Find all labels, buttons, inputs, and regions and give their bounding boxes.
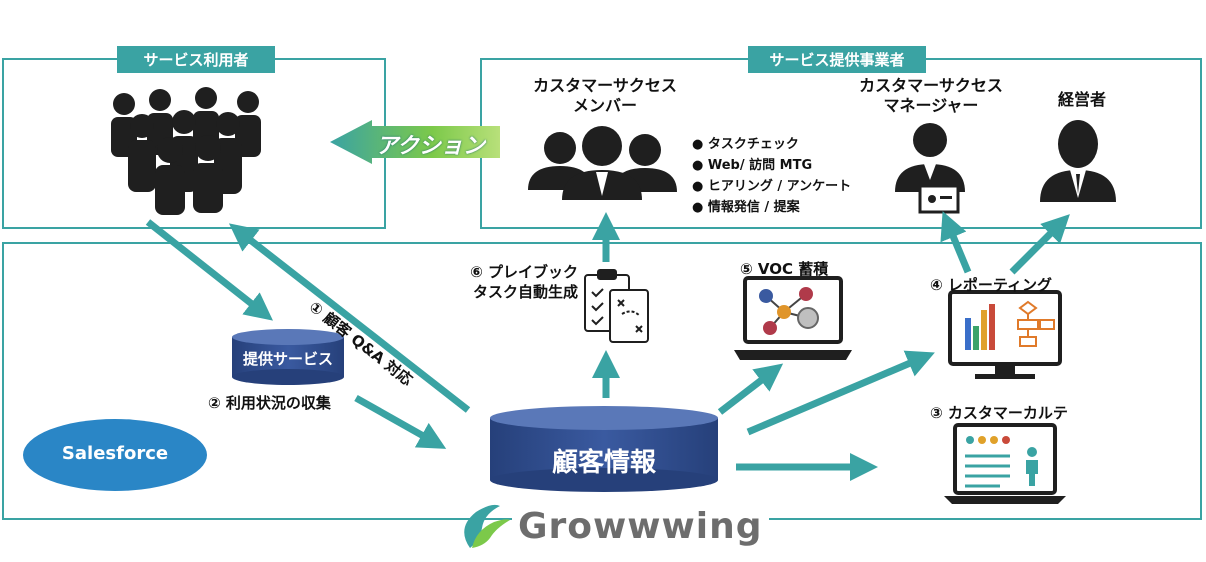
crowd-icon <box>111 87 261 215</box>
flow-arrows <box>145 211 1070 481</box>
cs-member-label: カスタマーサクセス メンバー <box>510 76 700 116</box>
action-label: アクション <box>376 134 485 159</box>
cs-task-item: ● ヒアリング / アンケート <box>692 179 852 194</box>
cs-manager-icon <box>895 123 965 214</box>
playbook-label: ⑥ プレイブック タスク自動生成 <box>428 262 578 302</box>
cs-members-icon <box>528 126 677 200</box>
provided-service-label: 提供サービス <box>242 350 333 368</box>
salesforce-label: Salesforce <box>61 443 169 464</box>
playbook-icon <box>584 269 649 343</box>
growwwing-logo-icon <box>464 504 510 548</box>
brand-name: Growwwing <box>512 506 769 547</box>
users-group-title: サービス利用者 <box>117 46 275 73</box>
karte-laptop-icon <box>944 423 1066 504</box>
cs-member-line2: メンバー <box>572 96 637 115</box>
cs-task-item: ● Web/ 訪問 MTG <box>692 158 813 173</box>
karte-label: ③ カスタマーカルテ <box>930 404 1068 422</box>
salesforce-ellipse <box>23 419 207 491</box>
customer-info-label: 顧客情報 <box>551 448 656 478</box>
reporting-label: ④ レポーティング <box>930 276 1053 294</box>
voc-laptop-icon <box>734 276 852 360</box>
cs-task-item: ● タスクチェック <box>692 137 799 152</box>
action-arrow <box>330 120 500 164</box>
provided-service-cylinder <box>232 329 344 385</box>
provider-group-title: サービス提供事業者 <box>748 46 926 73</box>
cs-task-item: ● 情報発信 / 提案 <box>692 200 800 215</box>
customer-info-cylinder <box>490 406 718 492</box>
voc-label: ⑤ VOC 蓄積 <box>740 260 829 278</box>
reporting-monitor-icon <box>948 290 1062 379</box>
cs-member-line1: カスタマーサクセス <box>533 76 677 95</box>
executive-label: 経営者 <box>1058 90 1107 109</box>
executive-icon <box>1040 120 1116 202</box>
usage-collection-label: ② 利用状況の収集 <box>208 394 331 412</box>
cs-manager-line1: カスタマーサクセス <box>859 76 1003 95</box>
cs-manager-label: カスタマーサクセス マネージャー <box>836 76 1026 116</box>
cs-task-list: ● タスクチェック ● Web/ 訪問 MTG ● ヒアリング / アンケート … <box>692 134 851 218</box>
cs-manager-line2: マネージャー <box>883 96 979 115</box>
playbook-line2: タスク自動生成 <box>472 283 578 301</box>
playbook-line1: ⑥ プレイブック <box>470 263 578 281</box>
